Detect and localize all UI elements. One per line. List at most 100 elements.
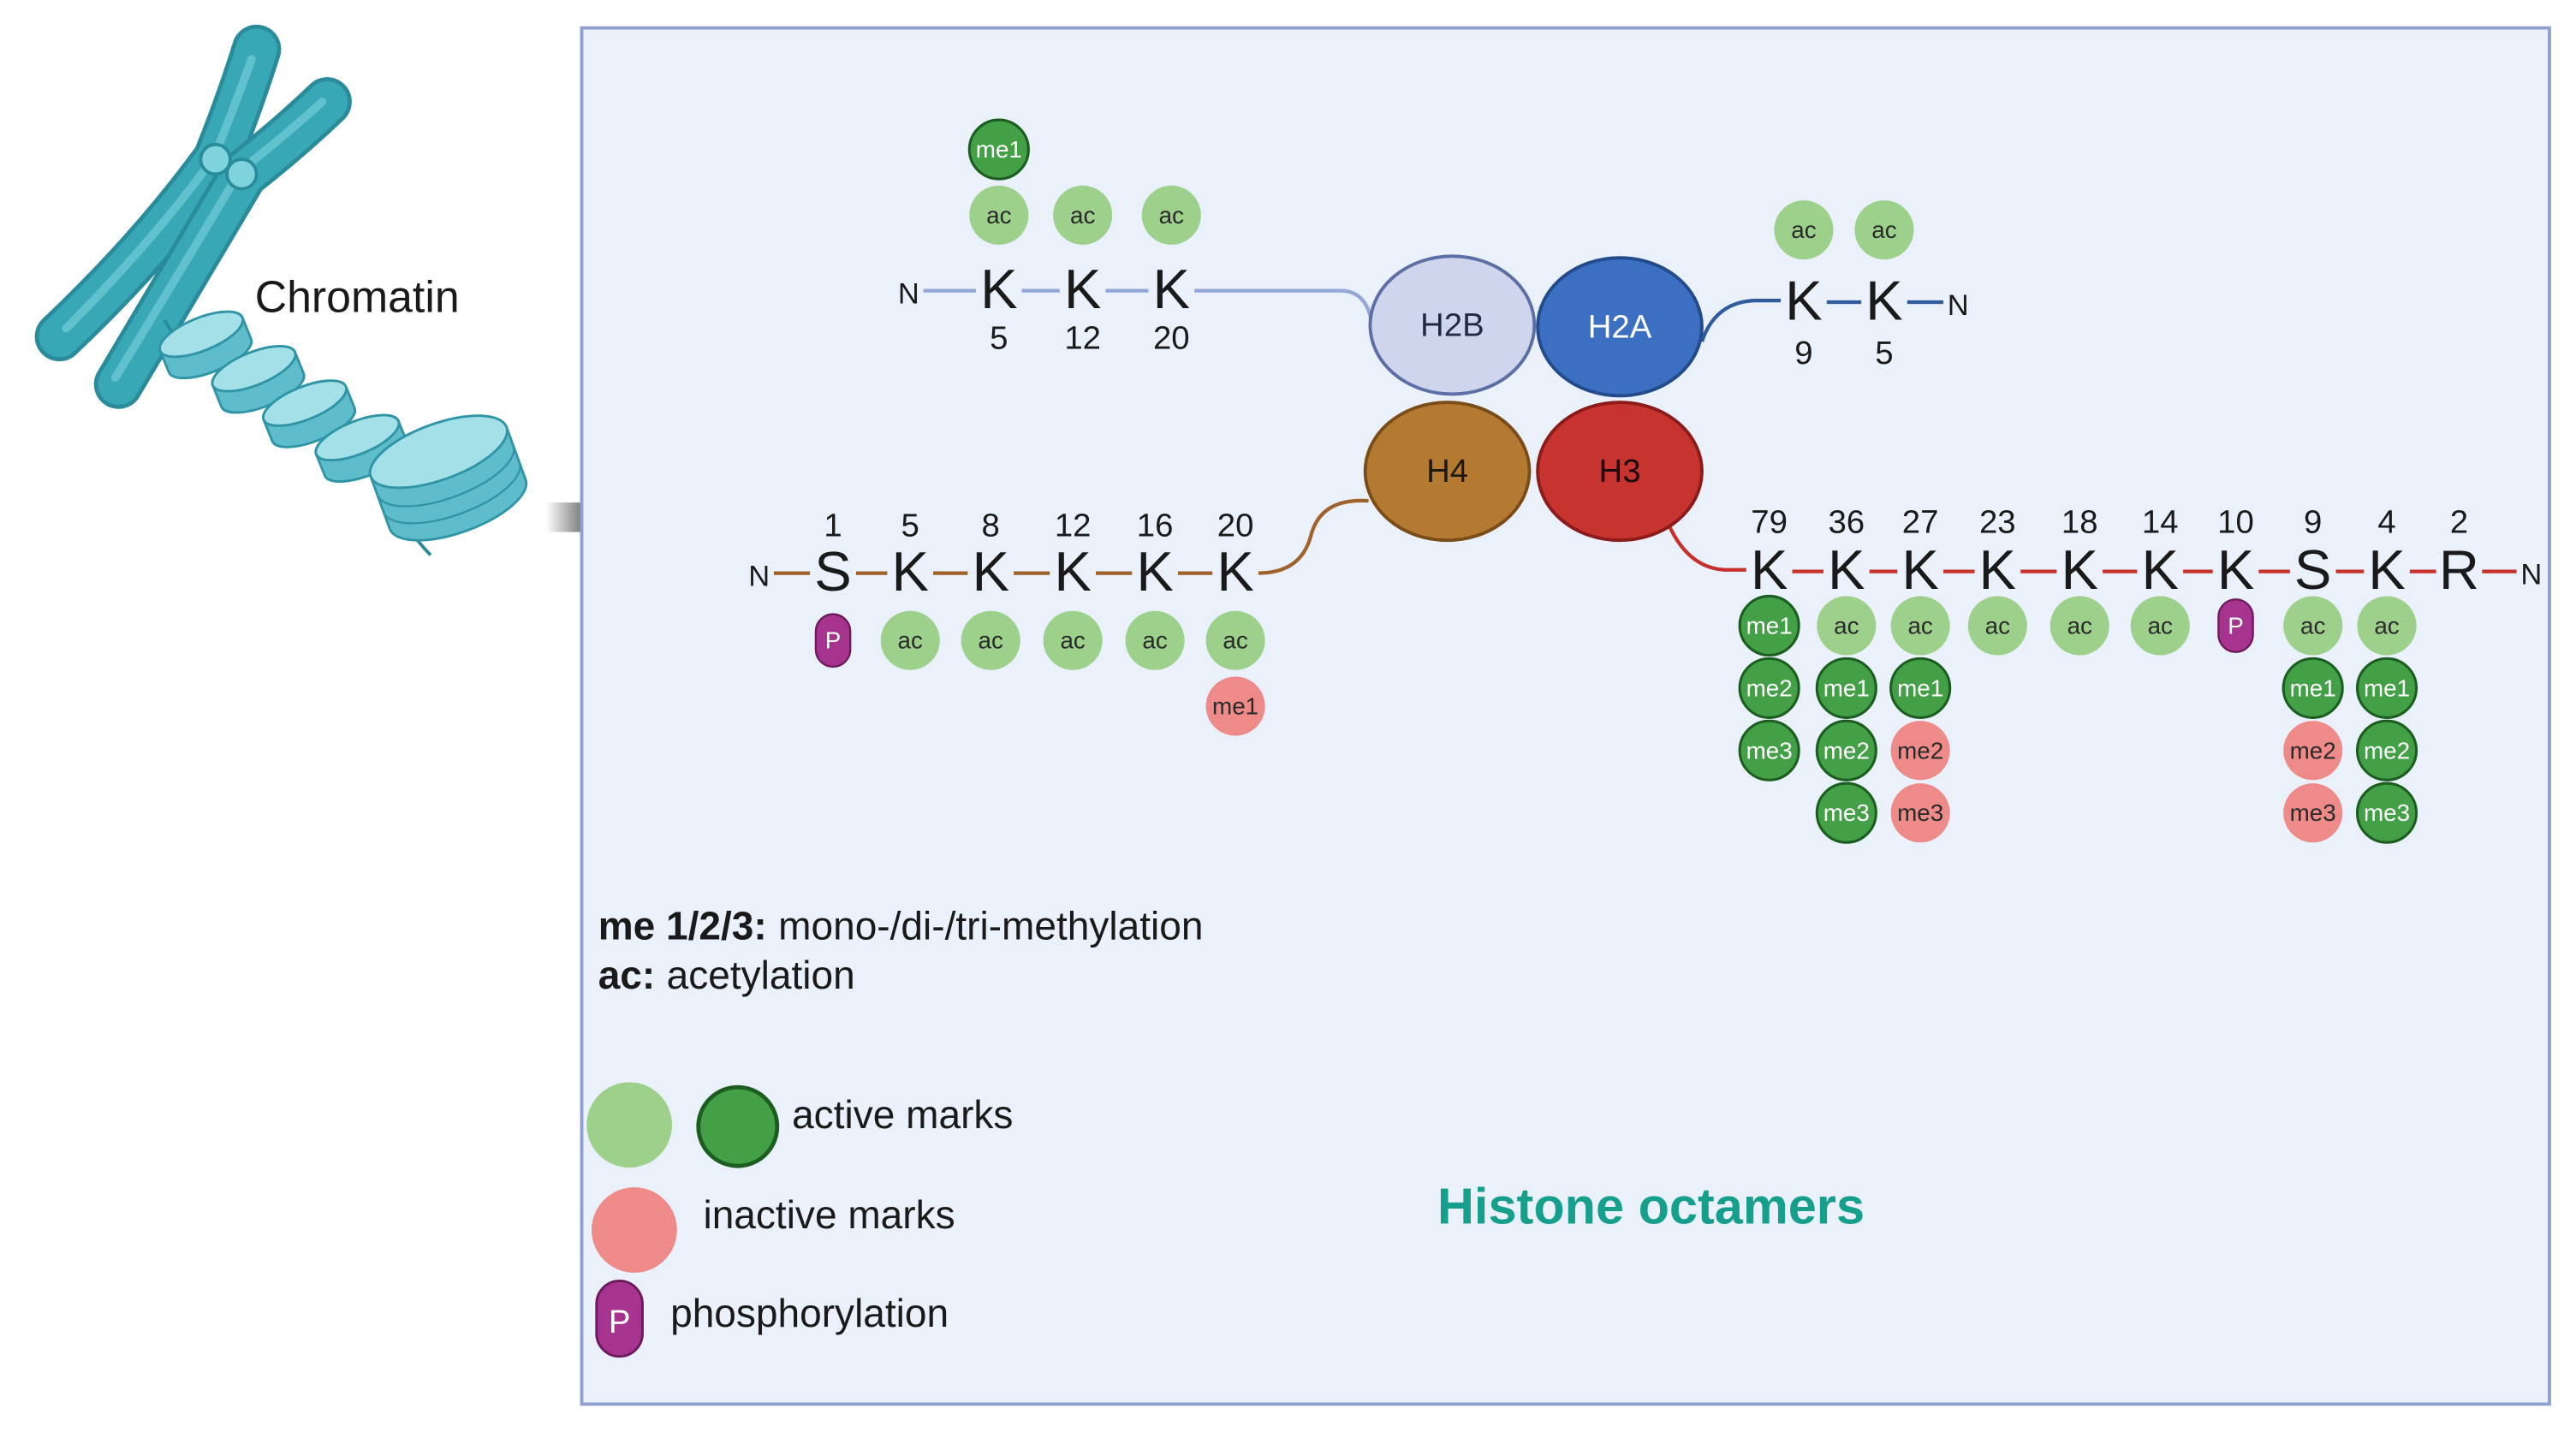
mark-label: ac	[2374, 612, 2399, 639]
residue-letter: K	[2142, 538, 2180, 601]
mark-circle	[2130, 596, 2190, 656]
legend-me-desc: mono-/di-/tri-methylation	[778, 903, 1203, 948]
residue-position: 4	[2377, 504, 2395, 541]
residue-position: 16	[1137, 507, 1174, 544]
mark-circle	[880, 610, 940, 670]
mark-label: me2	[1897, 737, 1943, 764]
mark-me1: me1	[1738, 594, 1800, 657]
residue-position: 5	[901, 507, 919, 544]
mark-me3: me3	[1890, 783, 1950, 843]
residue-position: 79	[1751, 504, 1788, 541]
phosphorylation-mark: P	[814, 613, 852, 668]
phosphorylation-mark: P	[2217, 598, 2254, 653]
residue-position: 5	[1875, 335, 1893, 371]
mark-label: me1	[2364, 674, 2410, 701]
mark-me3: me3	[2355, 781, 2418, 844]
mark-me3: me3	[1815, 781, 1877, 844]
residue-letter: K	[891, 540, 929, 603]
residue-letter: K	[1153, 258, 1191, 320]
mark-label: ac	[1871, 217, 1896, 243]
residue-letter: K	[2061, 538, 2098, 601]
legend-phospho-symbol: P	[609, 1304, 631, 1340]
mark-circle	[1815, 719, 1877, 781]
legend: me 1/2/3:mono-/di-/tri-methylation ac:ac…	[586, 903, 1203, 1358]
histone-panel	[580, 26, 2551, 1406]
mark-label: ac	[1223, 627, 1247, 654]
mark-me1: me1	[1889, 657, 1952, 719]
mark-circle	[1125, 610, 1185, 670]
histone-h4-label: H4	[1426, 453, 1468, 490]
mark-circle	[2282, 657, 2344, 719]
mark-circle	[2283, 596, 2343, 656]
mark-ac: ac	[880, 610, 940, 670]
mark-me2: me2	[1738, 657, 1800, 719]
histone-h2b-body	[1368, 254, 1537, 396]
mark-ac: ac	[1774, 200, 1834, 260]
residue-letter: K	[972, 540, 1009, 603]
mark-ac: ac	[961, 610, 1020, 670]
mark-me1: me1	[2282, 657, 2344, 719]
mark-label: me1	[1212, 692, 1258, 719]
mark-circle	[1738, 594, 1800, 657]
mark-me3: me3	[2283, 783, 2343, 843]
residue-k5: K5 ac	[880, 507, 940, 670]
mark-me2: me2	[1815, 719, 1877, 781]
mark-label: me2	[2290, 737, 2336, 764]
mark-circle	[1043, 610, 1103, 670]
legend-active-label: active marks	[792, 1092, 1013, 1137]
mark-circle	[1205, 676, 1265, 736]
n-terminus-label: N	[2520, 559, 2542, 591]
histone-h2b-label: H2B	[1420, 306, 1484, 343]
residue-letter: R	[2439, 538, 2479, 601]
mark-circle	[1205, 610, 1265, 670]
n-terminus-label: N	[748, 560, 770, 592]
mark-circle	[1815, 781, 1877, 844]
mark-circle	[1889, 657, 1952, 719]
legend-pink-swatch	[592, 1187, 677, 1273]
mark-ac: ac	[1125, 610, 1185, 670]
histone-h3: H3	[1536, 401, 1704, 543]
residue-s1: S1P	[814, 507, 852, 668]
mark-me1: me1	[967, 118, 1030, 181]
residue-position: 36	[1828, 504, 1865, 541]
residue-position: 9	[1794, 335, 1812, 371]
mark-circle	[1967, 596, 2027, 656]
mark-circle	[961, 610, 1020, 670]
mark-circle	[1141, 185, 1201, 245]
mark-circle	[2357, 596, 2417, 656]
centromere-bead	[225, 157, 259, 191]
n-terminus-label: N	[898, 277, 919, 310]
mark-circle	[1890, 721, 1950, 781]
h3-tail: NK79me1me2me3K36acme1me2me3K27acme1me2me…	[1667, 504, 2542, 844]
mark-circle	[2049, 596, 2109, 656]
mark-ac: ac	[2357, 596, 2417, 656]
histone-h2a-body	[1536, 256, 1704, 398]
legend-phospho-swatch	[595, 1280, 644, 1358]
mark-label: ac	[2300, 612, 2325, 639]
residue-position: 12	[1064, 320, 1101, 357]
residue-r2: R2	[2439, 504, 2479, 602]
chromosome-icon	[34, 24, 352, 409]
mark-me2: me2	[1890, 721, 1950, 781]
mark-label: me1	[2290, 674, 2336, 701]
residue-position: 10	[2217, 504, 2254, 541]
mark-circle	[1774, 200, 1834, 260]
mark-label: me1	[1746, 612, 1793, 639]
mark-circle	[1890, 783, 1950, 843]
mark-label: me3	[2290, 799, 2336, 826]
residue-letter: K	[2217, 538, 2255, 601]
legend-inactive-label: inactive marks	[703, 1192, 955, 1237]
mark-circle	[1053, 185, 1113, 245]
